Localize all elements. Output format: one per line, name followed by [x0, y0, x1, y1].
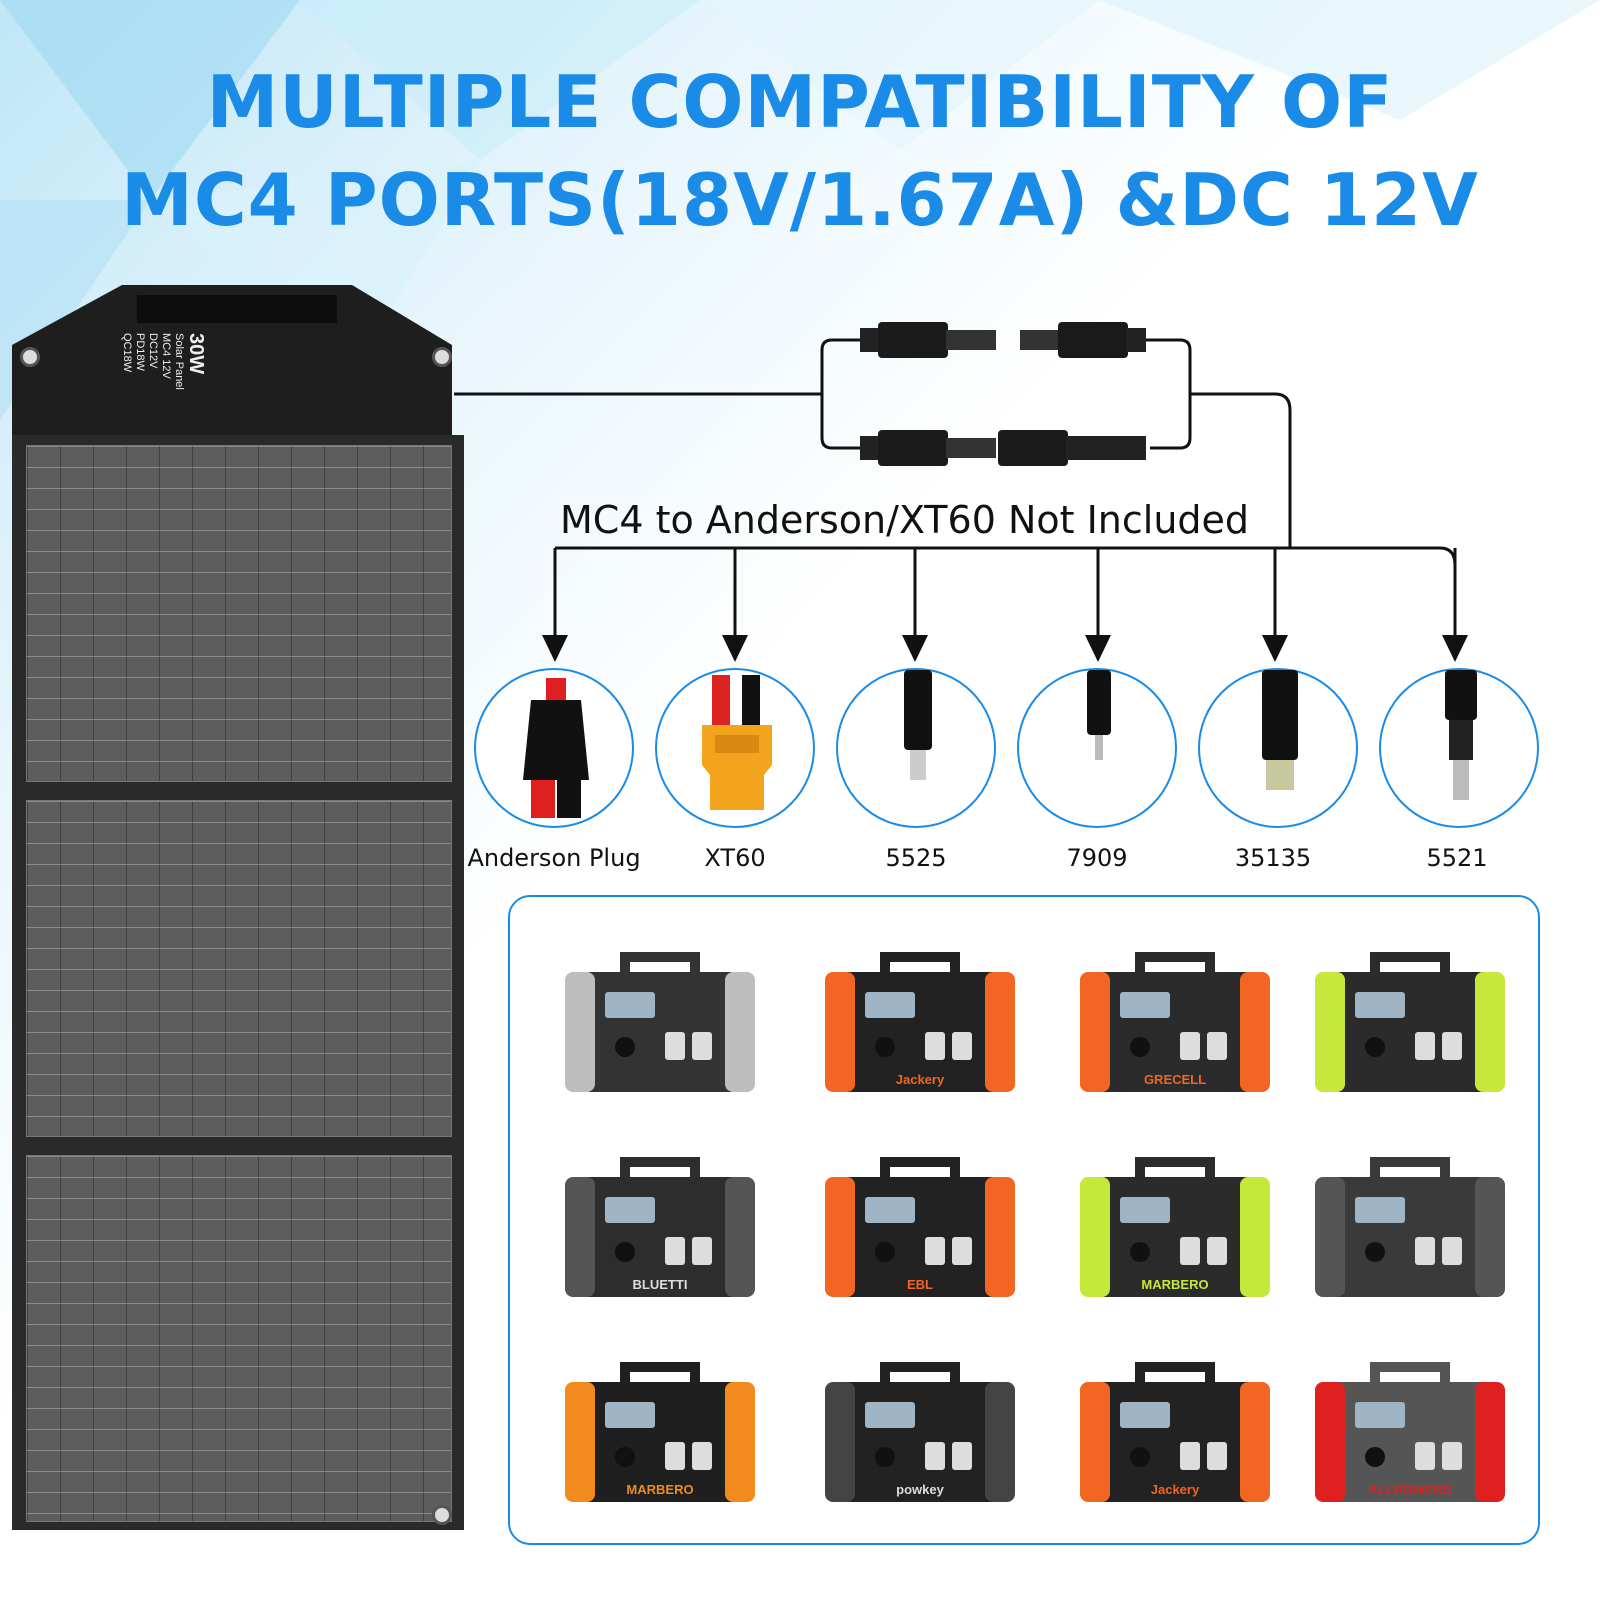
- power-station-icon: [565, 952, 755, 1092]
- anderson-plug-icon: [474, 668, 634, 828]
- panel-section-1: [12, 435, 464, 790]
- power-station-icon: MARBERO: [565, 1362, 755, 1502]
- not-included-note: MC4 to Anderson/XT60 Not Included: [560, 498, 1250, 542]
- grommet-icon: [432, 347, 452, 367]
- panel-name: Solar Panel: [173, 333, 185, 390]
- device-brand-label: Jackery: [896, 1072, 945, 1087]
- panel-output-2: DC12V: [147, 333, 159, 369]
- device-brand-label: MARBERO: [626, 1482, 693, 1497]
- compatible-devices-panel: Jackery GRECELL BLUETTI EBL MARBERO MARBERO po…: [508, 895, 1540, 1545]
- device-brand-label: ALLPOWERS: [1368, 1482, 1451, 1497]
- dc-7909-plug-icon: [1017, 668, 1177, 828]
- power-station-icon: BLUETTI: [565, 1157, 755, 1297]
- dc-5521-plug-icon: [1379, 668, 1539, 828]
- panel-section-3: [12, 1145, 464, 1530]
- connector-label-5525: 5525: [885, 844, 947, 872]
- panel-power: 30W: [185, 333, 207, 375]
- panel-output-4: QC18W: [121, 333, 133, 373]
- power-station-icon: powkey: [825, 1362, 1015, 1502]
- power-station-icon: [1315, 1157, 1505, 1297]
- power-station-icon: Jackery: [825, 952, 1015, 1092]
- dc-35135-plug-icon: [1198, 668, 1358, 828]
- power-station-icon: ALLPOWERS: [1315, 1362, 1505, 1502]
- grommet-icon: [432, 1505, 452, 1525]
- dc-5525-plug-icon: [836, 668, 996, 828]
- panel-output-1: MC4 12V: [160, 333, 172, 379]
- device-brand-label: powkey: [896, 1482, 944, 1497]
- power-station-icon: Jackery: [1080, 1362, 1270, 1502]
- connector-label-xt60: XT60: [704, 844, 766, 872]
- power-station-icon: MARBERO: [1080, 1157, 1270, 1297]
- background-pattern: [0, 0, 1600, 420]
- connector-label-anderson: Anderson Plug: [467, 844, 641, 872]
- connector-label-7909: 7909: [1066, 844, 1128, 872]
- mc4-connector-icon: [860, 322, 1146, 466]
- device-brand-label: BLUETTI: [633, 1277, 688, 1292]
- panel-output-3: PD18W: [134, 333, 146, 371]
- device-brand-label: EBL: [907, 1277, 933, 1292]
- power-station-icon: EBL: [825, 1157, 1015, 1297]
- connector-label-35135: 35135: [1234, 844, 1312, 872]
- headline-line-2: MC4 PORTS(18V/1.67A) &DC 12V: [121, 158, 1479, 242]
- device-brand-label: Jackery: [1151, 1482, 1200, 1497]
- headline-line-1: MULTIPLE COMPATIBILITY OF: [206, 60, 1394, 144]
- device-brand-label: MARBERO: [1141, 1277, 1208, 1292]
- cable-diagram: [454, 322, 1468, 662]
- device-brand-label: GRECELL: [1144, 1072, 1206, 1087]
- grommet-icon: [20, 347, 40, 367]
- power-station-icon: GRECELL: [1080, 952, 1270, 1092]
- power-station-icon: [1315, 952, 1505, 1092]
- xt60-plug-icon: [655, 668, 815, 828]
- panel-spec-label: 30W Solar Panel MC4 12V DC12V PD18W QC18…: [120, 333, 207, 390]
- panel-header: [12, 285, 452, 435]
- connector-label-5521: 5521: [1426, 844, 1488, 872]
- panel-section-2: [12, 790, 464, 1145]
- solar-panel: 30W Solar Panel MC4 12V DC12V PD18W QC18…: [12, 285, 464, 1565]
